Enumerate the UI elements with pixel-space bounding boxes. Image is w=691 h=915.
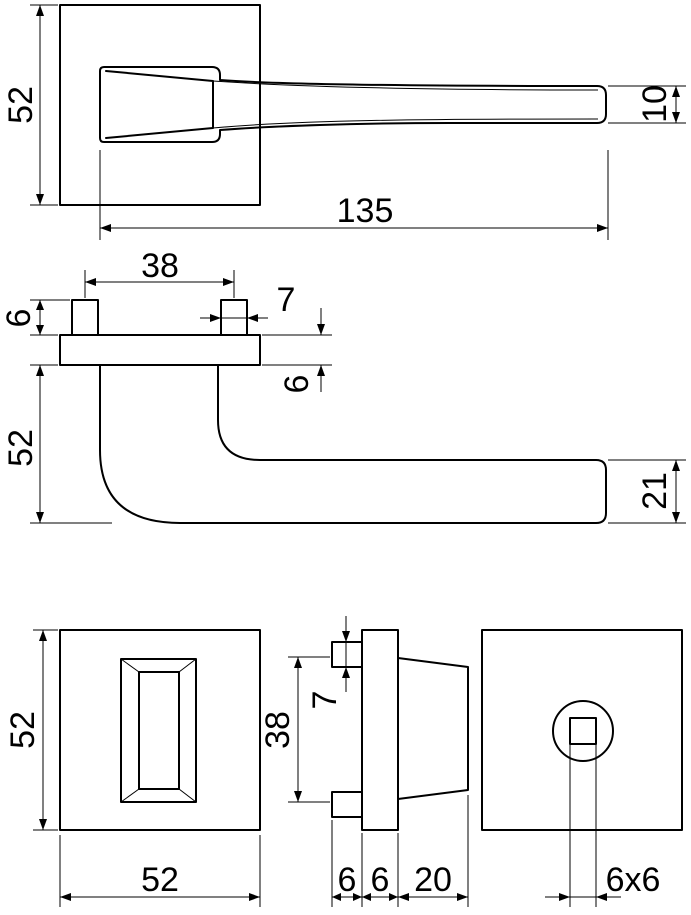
side-view-spindle-left <box>71 299 99 336</box>
side-view-lever-outline <box>99 364 607 524</box>
dim-spindle-height: 6 <box>0 309 38 328</box>
dim-side-spindle-depth: 6 <box>338 861 357 899</box>
dim-spindle-spacing: 38 <box>141 247 179 285</box>
top-view: 52 10 135 <box>2 4 686 240</box>
dim-side-rose-depth: 6 <box>371 861 390 899</box>
dim-lever-length: 135 <box>337 192 394 230</box>
thumbturn-front-view: 52 52 <box>4 629 261 907</box>
side-view-rose <box>59 334 261 366</box>
side-rose <box>361 629 399 831</box>
dim-rose-thickness: 6 <box>278 375 316 394</box>
thumbturn-knob-outer <box>120 658 197 803</box>
spindle-boss <box>552 700 614 762</box>
top-view-lever-outline <box>99 66 607 143</box>
side-spindle-bottom <box>331 791 363 818</box>
dim-lever-projection: 52 <box>2 429 40 467</box>
thumbturn-knob-inner <box>138 671 180 790</box>
dim-thumbturn-rose-height: 52 <box>4 711 42 749</box>
side-view: 38 6 7 6 52 21 <box>0 247 686 524</box>
dim-side-spindle-width: 7 <box>306 691 344 710</box>
thumbturn-rose <box>59 629 261 831</box>
rear-rose-view: 6x6 <box>481 629 683 907</box>
top-view-rose <box>59 4 261 206</box>
thumbturn-side-view: 38 7 6 6 20 <box>259 616 469 907</box>
dim-side-spindle-spacing: 38 <box>259 711 297 749</box>
top-view-lever-facet <box>105 70 214 139</box>
side-thumbturn-body <box>397 657 469 800</box>
dim-thumbturn-rose-width: 52 <box>141 861 179 899</box>
square-spindle-hole <box>569 717 597 745</box>
dim-spindle-width: 7 <box>277 281 296 319</box>
dim-thumbturn-depth: 20 <box>414 861 452 899</box>
dim-lever-end-height: 10 <box>636 85 674 123</box>
dim-grip-height: 21 <box>636 472 674 510</box>
side-spindle-top <box>331 641 363 668</box>
top-view-lever-crease <box>212 80 599 129</box>
dim-square-spindle-size: 6x6 <box>606 861 661 899</box>
rear-rose <box>481 629 683 831</box>
dim-top-rose-height: 52 <box>2 86 40 124</box>
